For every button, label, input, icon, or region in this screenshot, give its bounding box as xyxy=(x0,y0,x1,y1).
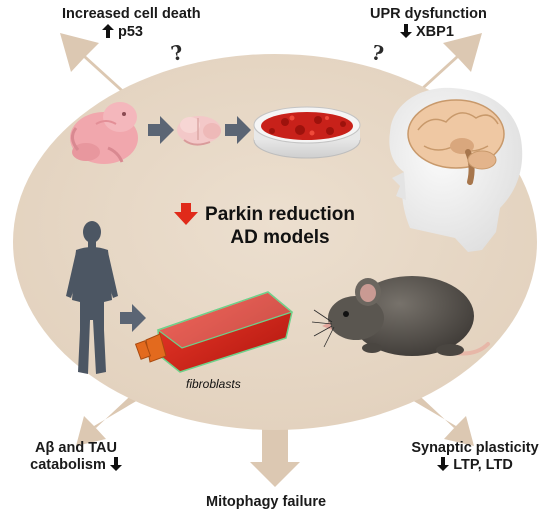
fibroblasts-label: fibroblasts xyxy=(186,377,241,391)
arrow-bottom-right xyxy=(400,385,474,446)
down-arrow-icon xyxy=(437,457,450,471)
label-increased-cell-death: Increased cell death xyxy=(62,6,201,23)
down-arrow-icon xyxy=(109,457,122,471)
question-marks: ? ? xyxy=(169,40,386,66)
central-line-2: AD models xyxy=(230,227,330,248)
label-title: UPR dysfunction xyxy=(370,6,487,22)
question-icon-right: ? xyxy=(369,40,385,66)
label-p53: p53 xyxy=(102,24,143,41)
central-line-1: Parkin reduction xyxy=(205,204,355,225)
arrow-human-to-flask xyxy=(120,304,146,332)
label-abeta-tau: Aβ and TAU catabolism xyxy=(6,440,146,474)
label-upr-dysfunction: UPR dysfunction xyxy=(370,6,487,23)
red-down-arrow-icon xyxy=(174,203,198,225)
embryo-icon xyxy=(70,102,138,164)
label-mitophagy-failure: Mitophagy failure xyxy=(206,494,327,510)
human-head-brain-icon xyxy=(389,87,523,252)
human-silhouette-icon xyxy=(66,221,118,374)
label-line-2: LTP, LTD xyxy=(402,457,548,474)
label-line-2: catabolism xyxy=(6,457,146,474)
label-title: Increased cell death xyxy=(62,6,201,22)
label-line-1: Aβ and TAU xyxy=(35,440,117,456)
label-xbp1: XBP1 xyxy=(400,24,454,41)
mouse-brain-icon xyxy=(177,116,221,146)
arrow-embryo-to-brain xyxy=(148,116,174,144)
arrow-bottom-left xyxy=(76,385,150,446)
petri-dish-icon xyxy=(253,106,361,159)
process-arrows-top xyxy=(148,116,251,144)
arrow-bottom-center xyxy=(250,420,300,487)
question-icon-left: ? xyxy=(169,40,185,66)
down-arrow-icon xyxy=(400,24,412,38)
central-statement: Parkin reduction AD models xyxy=(195,203,365,249)
label-value: XBP1 xyxy=(416,24,454,40)
arrow-brain-to-dish xyxy=(225,116,251,144)
label-value: p53 xyxy=(118,24,143,40)
culture-flask-icon xyxy=(134,291,294,373)
mouse-icon xyxy=(311,276,490,356)
label-line-1: Synaptic plasticity xyxy=(411,440,539,456)
label-synaptic-plasticity: Synaptic plasticity LTP, LTD xyxy=(402,440,548,474)
up-arrow-icon xyxy=(102,24,114,38)
